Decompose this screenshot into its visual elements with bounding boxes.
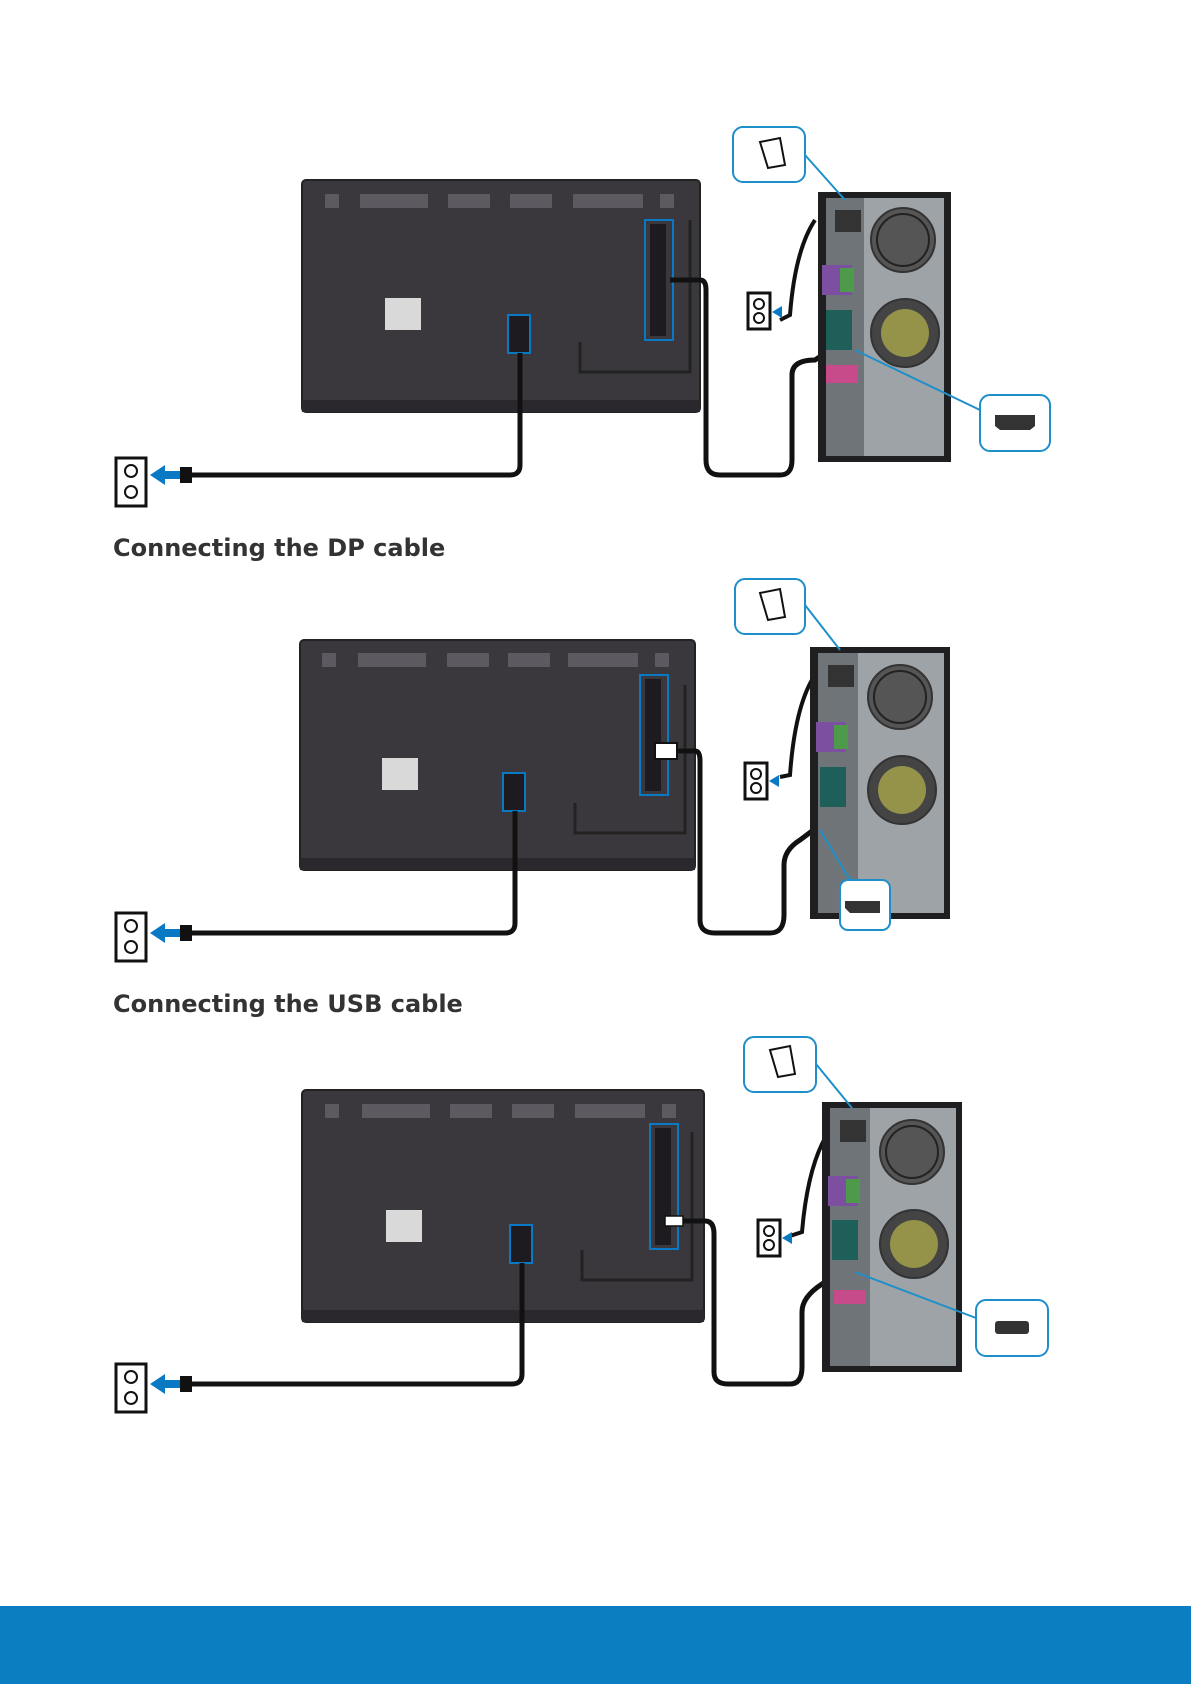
wall-outlet-icon: [116, 458, 192, 506]
monitor-power-connector: [510, 1225, 532, 1263]
usb-section-heading: Connecting the USB cable: [113, 990, 463, 1018]
usb-port-icon: [995, 1321, 1029, 1334]
pc-wall-outlet-icon: [758, 1220, 792, 1256]
hdmi-diagram-svg: [0, 110, 1191, 530]
pc-power-cable: [780, 220, 815, 320]
dp-connection-diagram: [0, 565, 1191, 985]
pc-wall-outlet-icon: [745, 763, 779, 799]
monitor-label-sticker: [386, 1210, 422, 1242]
dp-section-heading: Connecting the DP cable: [113, 534, 445, 562]
usb-connection-diagram: [0, 1022, 1191, 1442]
pc-tower-rear-view: [822, 1102, 962, 1372]
monitor-rear-view: [300, 640, 695, 870]
pc-wall-outlet-icon: [748, 293, 782, 329]
monitor-rear-view: [302, 180, 700, 412]
dp-diagram-svg: [0, 565, 1191, 985]
wall-outlet-icon: [116, 1364, 192, 1412]
hdmi-connection-diagram: [0, 110, 1191, 530]
monitor-power-connector: [503, 773, 525, 811]
footer-bar: [0, 1606, 1191, 1684]
dp-connector: [655, 743, 677, 759]
wall-outlet-icon: [116, 913, 192, 961]
displayport-icon: [845, 901, 880, 913]
hdmi-port-icon: [995, 415, 1035, 430]
pc-tower-rear-view: [810, 647, 950, 919]
monitor-power-connector: [508, 315, 530, 353]
pc-power-cable: [780, 675, 815, 777]
usb-diagram-svg: [0, 1022, 1191, 1442]
monitor-rear-view: [302, 1090, 704, 1322]
monitor-label-sticker: [385, 298, 421, 330]
usb-connector: [665, 1216, 683, 1226]
pc-tower-rear-view: [818, 192, 951, 462]
monitor-label-sticker: [382, 758, 418, 790]
